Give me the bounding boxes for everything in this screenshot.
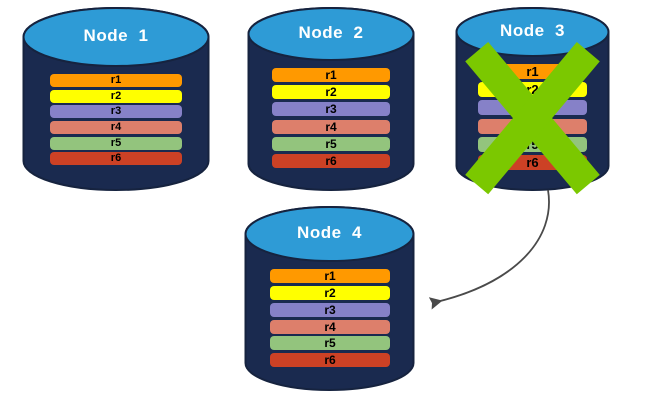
row-bar-r1[interactable]: r1 (272, 68, 390, 82)
row-bar-r6[interactable]: r6 (270, 353, 390, 367)
row-bar-r4[interactable]: r4 (272, 120, 390, 134)
row-bar-r1[interactable]: r1 (50, 74, 182, 87)
row-bar-r2[interactable]: r2 (270, 286, 390, 300)
row-bar-r4[interactable]: r4 (478, 119, 587, 134)
row-bar-r2[interactable]: r2 (478, 82, 587, 97)
cylinder-top-ellipse (455, 7, 610, 57)
row-bar-r3[interactable]: r3 (272, 102, 390, 116)
row-bar-r5[interactable]: r5 (272, 137, 390, 151)
row-bar-r6[interactable]: r6 (478, 155, 587, 170)
row-bar-r5[interactable]: r5 (50, 137, 182, 150)
row-bar-r5[interactable]: r5 (270, 336, 390, 350)
row-bar-r6[interactable]: r6 (272, 154, 390, 168)
row-bar-r6[interactable]: r6 (50, 152, 182, 165)
row-bar-r1[interactable]: r1 (270, 269, 390, 283)
row-bar-r3[interactable]: r3 (270, 303, 390, 317)
row-bar-r2[interactable]: r2 (272, 85, 390, 99)
row-bar-r3[interactable]: r3 (50, 105, 182, 118)
row-bar-r5[interactable]: r5 (478, 137, 587, 152)
row-bar-r2[interactable]: r2 (50, 90, 182, 103)
row-bar-r3[interactable]: r3 (478, 100, 587, 115)
row-bar-r4[interactable]: r4 (50, 121, 182, 134)
cylinder-top-ellipse (247, 7, 415, 61)
cylinder-top-ellipse (244, 206, 415, 262)
cylinder-top-ellipse (22, 7, 210, 67)
recovery-arrow (428, 189, 550, 310)
row-bar-r1[interactable]: r1 (478, 64, 587, 79)
row-bar-r4[interactable]: r4 (270, 320, 390, 334)
